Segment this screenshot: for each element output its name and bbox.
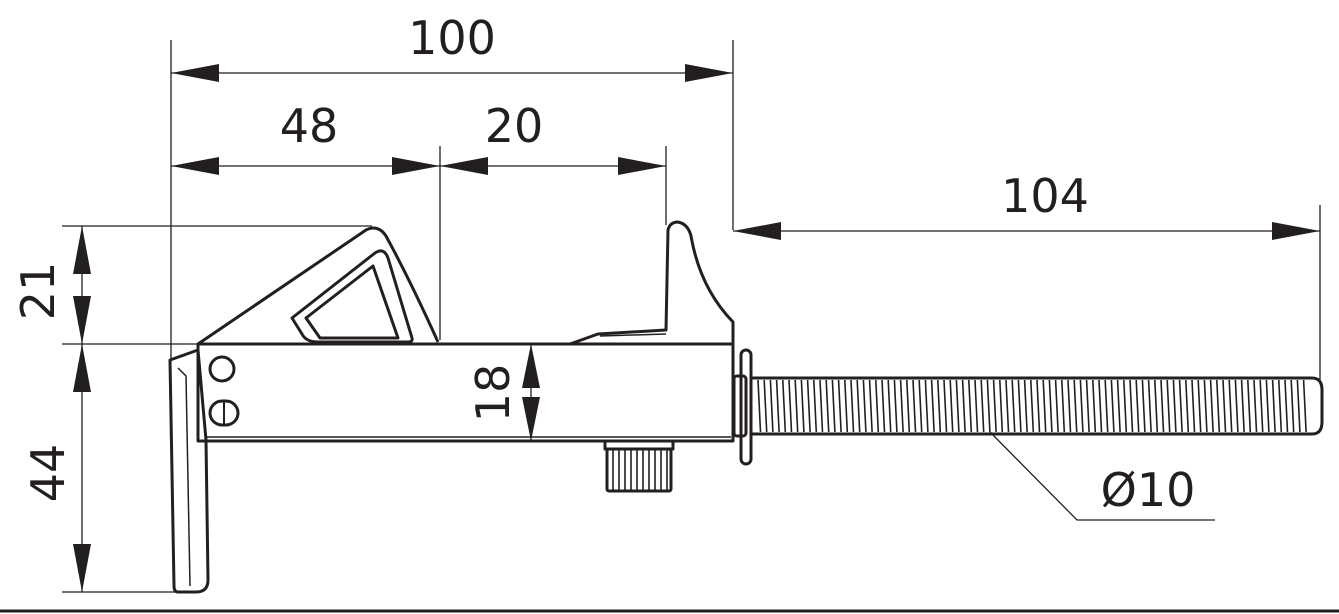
- dimension-hook-width: 48: [171, 99, 440, 175]
- washer: [732, 348, 753, 466]
- bolt-thread: [757, 379, 1307, 433]
- cam-handle: [197, 226, 440, 346]
- dimension-body-height: 18: [466, 344, 540, 441]
- gap-width-label: 20: [485, 99, 544, 153]
- cam-height-label: 21: [11, 262, 65, 321]
- mounting-hole-top: [208, 355, 236, 383]
- body-height-label: 18: [466, 364, 520, 423]
- lever: [168, 348, 210, 594]
- extension-lines: [62, 40, 1321, 593]
- overall-width-label: 100: [408, 11, 496, 65]
- threaded-bolt: [749, 376, 1324, 436]
- lever-height-label: 44: [21, 444, 75, 503]
- knurled-adjuster: [603, 439, 675, 493]
- dimension-lever-height: 44: [21, 344, 91, 592]
- bolt-length-label: 104: [1001, 169, 1089, 223]
- dimension-overall-width: 100: [171, 11, 733, 82]
- hook-width-label: 48: [280, 99, 339, 153]
- dimension-bolt-diameter: Ø10: [989, 431, 1215, 521]
- hook: [569, 220, 735, 346]
- dimension-bolt-length: 104: [733, 169, 1320, 240]
- dimension-gap-width: 20: [440, 99, 666, 175]
- bolt-diameter-label: Ø10: [1101, 463, 1196, 517]
- dimension-cam-height: 21: [11, 226, 91, 344]
